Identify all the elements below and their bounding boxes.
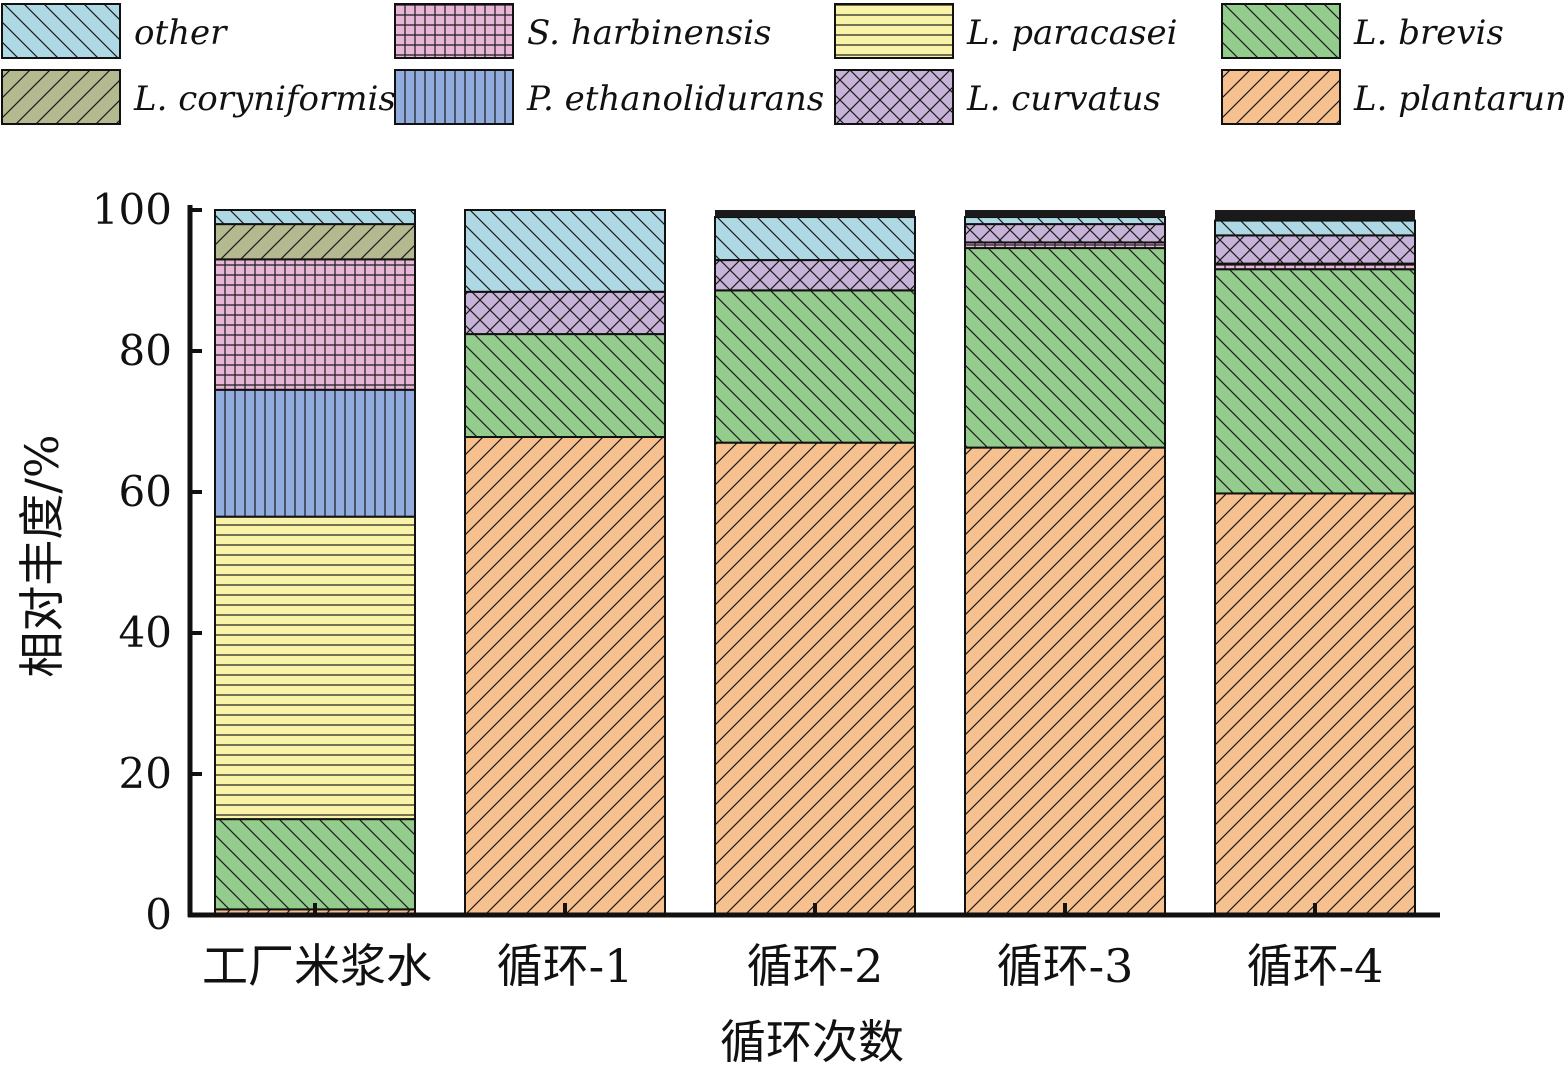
legend-label: L. plantarum	[1353, 79, 1564, 119]
legend-item: L. paracasei	[834, 3, 1178, 59]
legend-item: S. harbinensis	[394, 3, 771, 59]
legend-swatch	[1, 3, 121, 59]
bar-segment-minor	[1215, 210, 1415, 221]
legend-swatch	[1221, 69, 1341, 125]
x-axis-title: 循环次数	[720, 1015, 904, 1069]
bar-stack	[464, 209, 666, 916]
bar-stack	[214, 209, 416, 916]
bar-segment	[1214, 234, 1416, 265]
bar-segment	[714, 259, 916, 292]
y-tick-label: 0	[145, 890, 172, 939]
bar-segment	[1214, 219, 1416, 237]
legend-label: L. paracasei	[966, 13, 1178, 53]
bar-segment	[714, 441, 916, 916]
legend-swatch	[834, 69, 954, 125]
bars	[214, 209, 1416, 916]
y-tick-label: 60	[119, 467, 172, 516]
x-tick-label: 工厂米浆水	[202, 939, 432, 993]
bar-stack	[714, 210, 916, 916]
legend-label: P. ethanolidurans	[526, 79, 824, 119]
legend-swatch	[1221, 3, 1341, 59]
bar-segment	[214, 515, 416, 821]
y-axis-title: 相对丰度/%	[15, 434, 69, 677]
x-tick-label: 循环-3	[997, 939, 1134, 993]
bar-segment	[214, 818, 416, 911]
bar-segment-minor	[715, 210, 915, 218]
bar-segment	[1214, 268, 1416, 495]
bar-segment	[464, 436, 666, 916]
bar-segment	[964, 223, 1166, 244]
legend-item: P. ethanolidurans	[394, 69, 824, 125]
legend-label: S. harbinensis	[527, 13, 771, 53]
bar-segment	[714, 289, 916, 444]
bar-segment	[964, 446, 1166, 916]
bar-segment	[964, 247, 1166, 449]
bar-segment	[464, 333, 666, 439]
x-tick-label: 循环-2	[747, 939, 884, 993]
legend: other S. harbinensis L. paracasei L. brevis…	[1, 3, 1564, 125]
bar-segment	[214, 258, 416, 391]
legend-swatch	[1, 69, 121, 125]
x-tick-label: 循环-4	[1247, 939, 1384, 993]
y-tick-label: 80	[119, 326, 172, 375]
y-tick-label: 20	[119, 749, 172, 798]
bar-segment	[214, 209, 416, 226]
y-tick-label: 40	[119, 608, 172, 657]
bar-stack	[1214, 210, 1416, 916]
axes: 0 20 40 60 80 100 工厂米浆水 循环-1 循环-2 循环-3 循环-4	[92, 185, 1440, 993]
legend-label: L. coryniformis	[133, 79, 396, 119]
bar-segment	[464, 209, 666, 293]
legend-label: other	[134, 13, 228, 53]
legend-label: L. curvatus	[966, 79, 1161, 119]
legend-item: L. coryniformis	[1, 69, 396, 125]
legend-item: L. plantarum	[1221, 69, 1564, 125]
bar-segment	[1214, 492, 1416, 916]
legend-item: other	[1, 3, 228, 59]
bar-segment	[964, 216, 1166, 226]
legend-item: L. curvatus	[834, 69, 1161, 125]
legend-swatch	[394, 3, 514, 59]
bar-segment	[464, 290, 666, 336]
bar-segment	[214, 223, 416, 261]
legend-swatch	[834, 3, 954, 59]
legend-swatch	[394, 69, 514, 125]
legend-item: L. brevis	[1221, 3, 1504, 59]
y-tick-label: 100	[92, 185, 172, 234]
bar-segment	[214, 388, 416, 518]
legend-label: L. brevis	[1353, 13, 1504, 53]
bar-segment-minor	[965, 210, 1165, 218]
x-tick-label: 循环-1	[497, 939, 634, 993]
bar-stack	[964, 210, 1166, 916]
bar-segment	[714, 216, 916, 262]
